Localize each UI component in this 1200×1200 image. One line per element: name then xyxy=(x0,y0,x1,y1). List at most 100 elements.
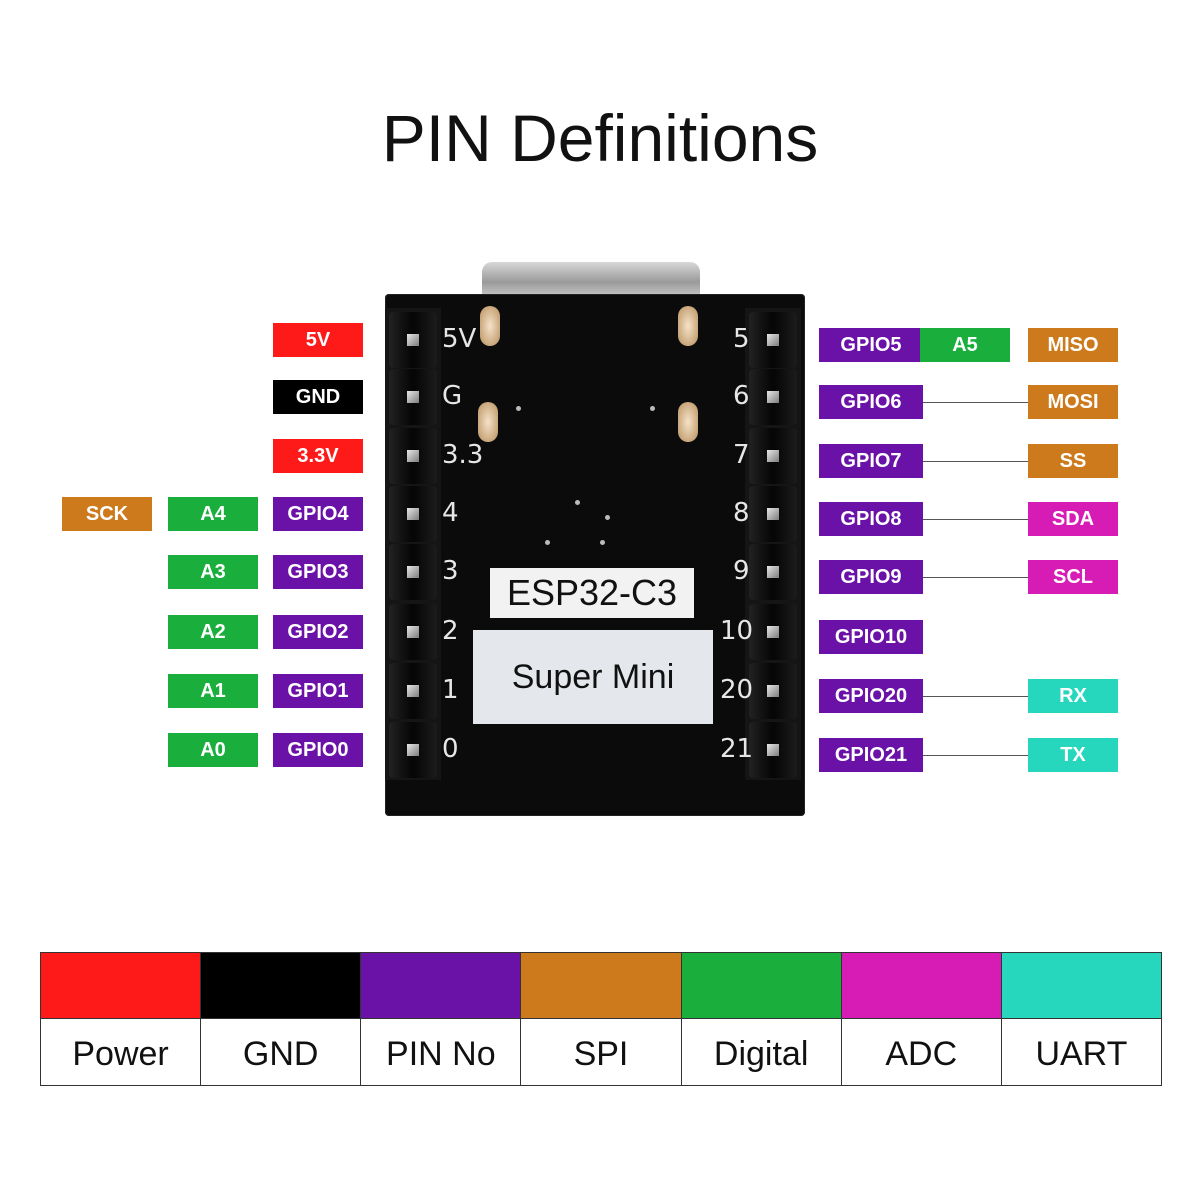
solder-pad xyxy=(678,306,698,346)
pin-tag-3-3v: 3.3V xyxy=(273,439,363,473)
pin-tag-gpio1: GPIO1 xyxy=(273,674,363,708)
solder-pad xyxy=(678,402,698,442)
header-pin xyxy=(749,544,797,600)
pin-tag-gpio20: GPIO20 xyxy=(819,679,923,713)
silk-label-left: 1 xyxy=(442,675,459,705)
header-pin xyxy=(389,722,437,778)
connector-line xyxy=(923,461,1028,462)
connector-line xyxy=(923,755,1028,756)
pin-tag-scl: SCL xyxy=(1028,560,1118,594)
legend-item-uart: UART xyxy=(1001,953,1161,1085)
via xyxy=(575,500,580,505)
page-title: PIN Definitions xyxy=(381,101,819,175)
silk-label-right: 5 xyxy=(733,324,750,354)
left-pin-header xyxy=(385,308,441,780)
legend-label: ADC xyxy=(885,1035,958,1073)
pin-tag-gpio10: GPIO10 xyxy=(819,620,923,654)
header-pin xyxy=(389,544,437,600)
pin-tag-mosi: MOSI xyxy=(1028,385,1118,419)
legend-label: Power xyxy=(72,1035,169,1073)
pin-tag-5v: 5V xyxy=(273,323,363,357)
legend-item-spi: SPI xyxy=(521,953,682,1085)
pcb-board xyxy=(385,294,805,816)
pin-tag-a2: A2 xyxy=(168,615,258,649)
legend-item-power: Power xyxy=(41,953,202,1085)
pin-tag-a3: A3 xyxy=(168,555,258,589)
header-pin xyxy=(389,604,437,660)
connector-line xyxy=(923,519,1028,520)
pin-tag-gpio8: GPIO8 xyxy=(819,502,923,536)
header-pin xyxy=(389,369,437,425)
pin-tag-miso: MISO xyxy=(1028,328,1118,362)
pin-tag-gnd: GND xyxy=(273,380,363,414)
silk-label-left: 0 xyxy=(442,734,459,764)
legend-item-digital: Digital xyxy=(681,953,842,1085)
silk-label-left: 2 xyxy=(442,616,459,646)
solder-pad xyxy=(478,402,498,442)
legend-item-pin-no: PIN No xyxy=(361,953,522,1085)
pin-tag-rx: RX xyxy=(1028,679,1118,713)
connector-line xyxy=(923,696,1028,697)
silk-label-right: 6 xyxy=(733,381,750,411)
header-pin xyxy=(389,663,437,719)
legend-label: UART xyxy=(1035,1035,1128,1073)
legend-swatch xyxy=(841,953,1001,1019)
header-pin xyxy=(389,486,437,542)
header-pin xyxy=(749,312,797,368)
legend-label: GND xyxy=(242,1035,319,1073)
pin-tag-sck: SCK xyxy=(62,497,152,531)
silk-label-left: 4 xyxy=(442,498,459,528)
chip-label: ESP32-C3 xyxy=(490,568,694,618)
pin-tag-gpio21: GPIO21 xyxy=(819,738,923,772)
silk-label-left: 5V xyxy=(442,324,477,354)
silk-label-right: 8 xyxy=(733,498,750,528)
legend-label: PIN No xyxy=(386,1035,496,1073)
pin-tag-gpio0: GPIO0 xyxy=(273,733,363,767)
via xyxy=(650,406,655,411)
via xyxy=(600,540,605,545)
connector-line xyxy=(923,402,1028,403)
silk-label-left: 3.3 xyxy=(442,440,484,470)
pin-tag-a4: A4 xyxy=(168,497,258,531)
silk-label-left: G xyxy=(442,381,463,411)
via xyxy=(605,515,610,520)
header-pin xyxy=(749,722,797,778)
pin-tag-a0: A0 xyxy=(168,733,258,767)
legend-label: SPI xyxy=(573,1035,629,1073)
header-pin xyxy=(389,312,437,368)
silk-label-right: 21 xyxy=(720,734,754,764)
model-label: Super Mini xyxy=(473,630,713,724)
legend-swatch xyxy=(521,953,681,1019)
legend-label: Digital xyxy=(713,1035,809,1073)
header-pin xyxy=(749,604,797,660)
pin-tag-gpio3: GPIO3 xyxy=(273,555,363,589)
silk-label-right: 20 xyxy=(720,675,754,705)
pin-tag-gpio2: GPIO2 xyxy=(273,615,363,649)
legend-item-gnd: GND xyxy=(201,953,362,1085)
legend-swatch xyxy=(41,953,201,1019)
legend-swatch xyxy=(1001,953,1161,1019)
pin-tag-gpio9: GPIO9 xyxy=(819,560,923,594)
pin-tag-ss: SS xyxy=(1028,444,1118,478)
solder-pad xyxy=(480,306,500,346)
silk-label-left: 3 xyxy=(442,556,459,586)
right-pin-header xyxy=(745,308,801,780)
pin-tag-gpio5: GPIO5 xyxy=(819,328,923,362)
silk-label-right: 7 xyxy=(733,440,750,470)
header-pin xyxy=(749,369,797,425)
silk-label-right: 10 xyxy=(720,616,754,646)
via xyxy=(516,406,521,411)
pin-tag-gpio4: GPIO4 xyxy=(273,497,363,531)
via xyxy=(545,540,550,545)
header-pin xyxy=(749,428,797,484)
color-legend: Power GND PIN No SPI Digital ADC UART xyxy=(40,952,1162,1086)
legend-swatch xyxy=(361,953,521,1019)
pin-tag-sda: SDA xyxy=(1028,502,1118,536)
pin-tag-gpio7: GPIO7 xyxy=(819,444,923,478)
legend-swatch xyxy=(681,953,841,1019)
legend-swatch xyxy=(201,953,361,1019)
header-pin xyxy=(749,663,797,719)
connector-line xyxy=(923,577,1028,578)
pin-tag-a1: A1 xyxy=(168,674,258,708)
silk-label-right: 9 xyxy=(733,556,750,586)
